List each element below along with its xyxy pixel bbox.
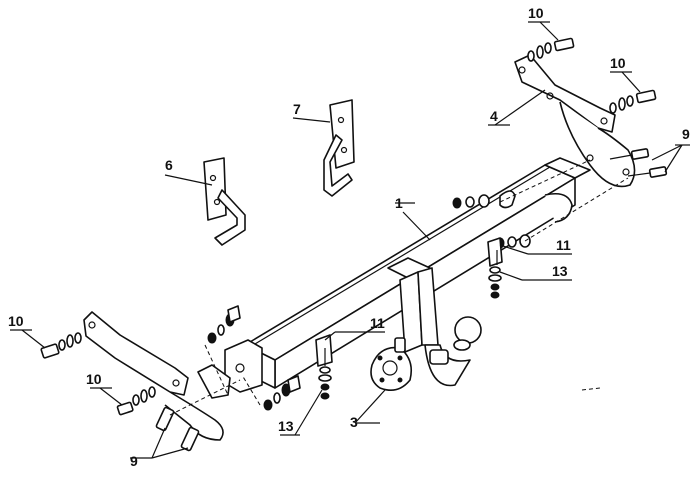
label-10-left-bottom: 10 [86,371,102,387]
label-10-right: 10 [610,55,626,71]
washer-stack-13-right [488,266,502,299]
label-7: 7 [293,101,301,117]
bolt-11-center [315,334,333,367]
right-bolt-set-9 [609,148,668,178]
left-bolt-set-10-top [40,332,82,359]
label-leaders [10,21,690,459]
bracket-part-4 [514,54,636,223]
left-side-bracket [83,311,231,441]
label-1: 1 [395,195,403,211]
socket-plate-part-3 [370,337,413,391]
bar-nuts-upper [452,190,516,209]
part-labels: 1 3 4 6 7 9 9 10 10 10 10 11 11 13 13 [8,5,690,469]
label-3: 3 [350,414,358,430]
label-10-top: 10 [528,5,544,21]
left-nuts-lower [263,375,301,411]
label-10-left-top: 10 [8,313,24,329]
left-nuts-upper [207,305,241,344]
neck-and-towball [387,257,482,387]
left-bolt-set-10-bottom [116,386,156,416]
label-4: 4 [490,108,498,124]
right-bolt-set-10-mid [609,89,657,114]
label-6: 6 [165,157,173,173]
assembly-lines [169,159,629,416]
washer-stack-13-center [318,366,332,400]
label-13-left: 13 [278,418,294,434]
bracket-part-6 [203,157,246,246]
label-9-right: 9 [682,126,690,142]
label-9-left: 9 [130,453,138,469]
label-11-right: 11 [556,237,571,253]
bolt-11-right [487,237,503,267]
bracket-part-7 [323,99,355,197]
right-bolt-set-10-top [527,37,575,62]
label-11-center: 11 [370,315,385,331]
label-13-right: 13 [552,263,568,279]
